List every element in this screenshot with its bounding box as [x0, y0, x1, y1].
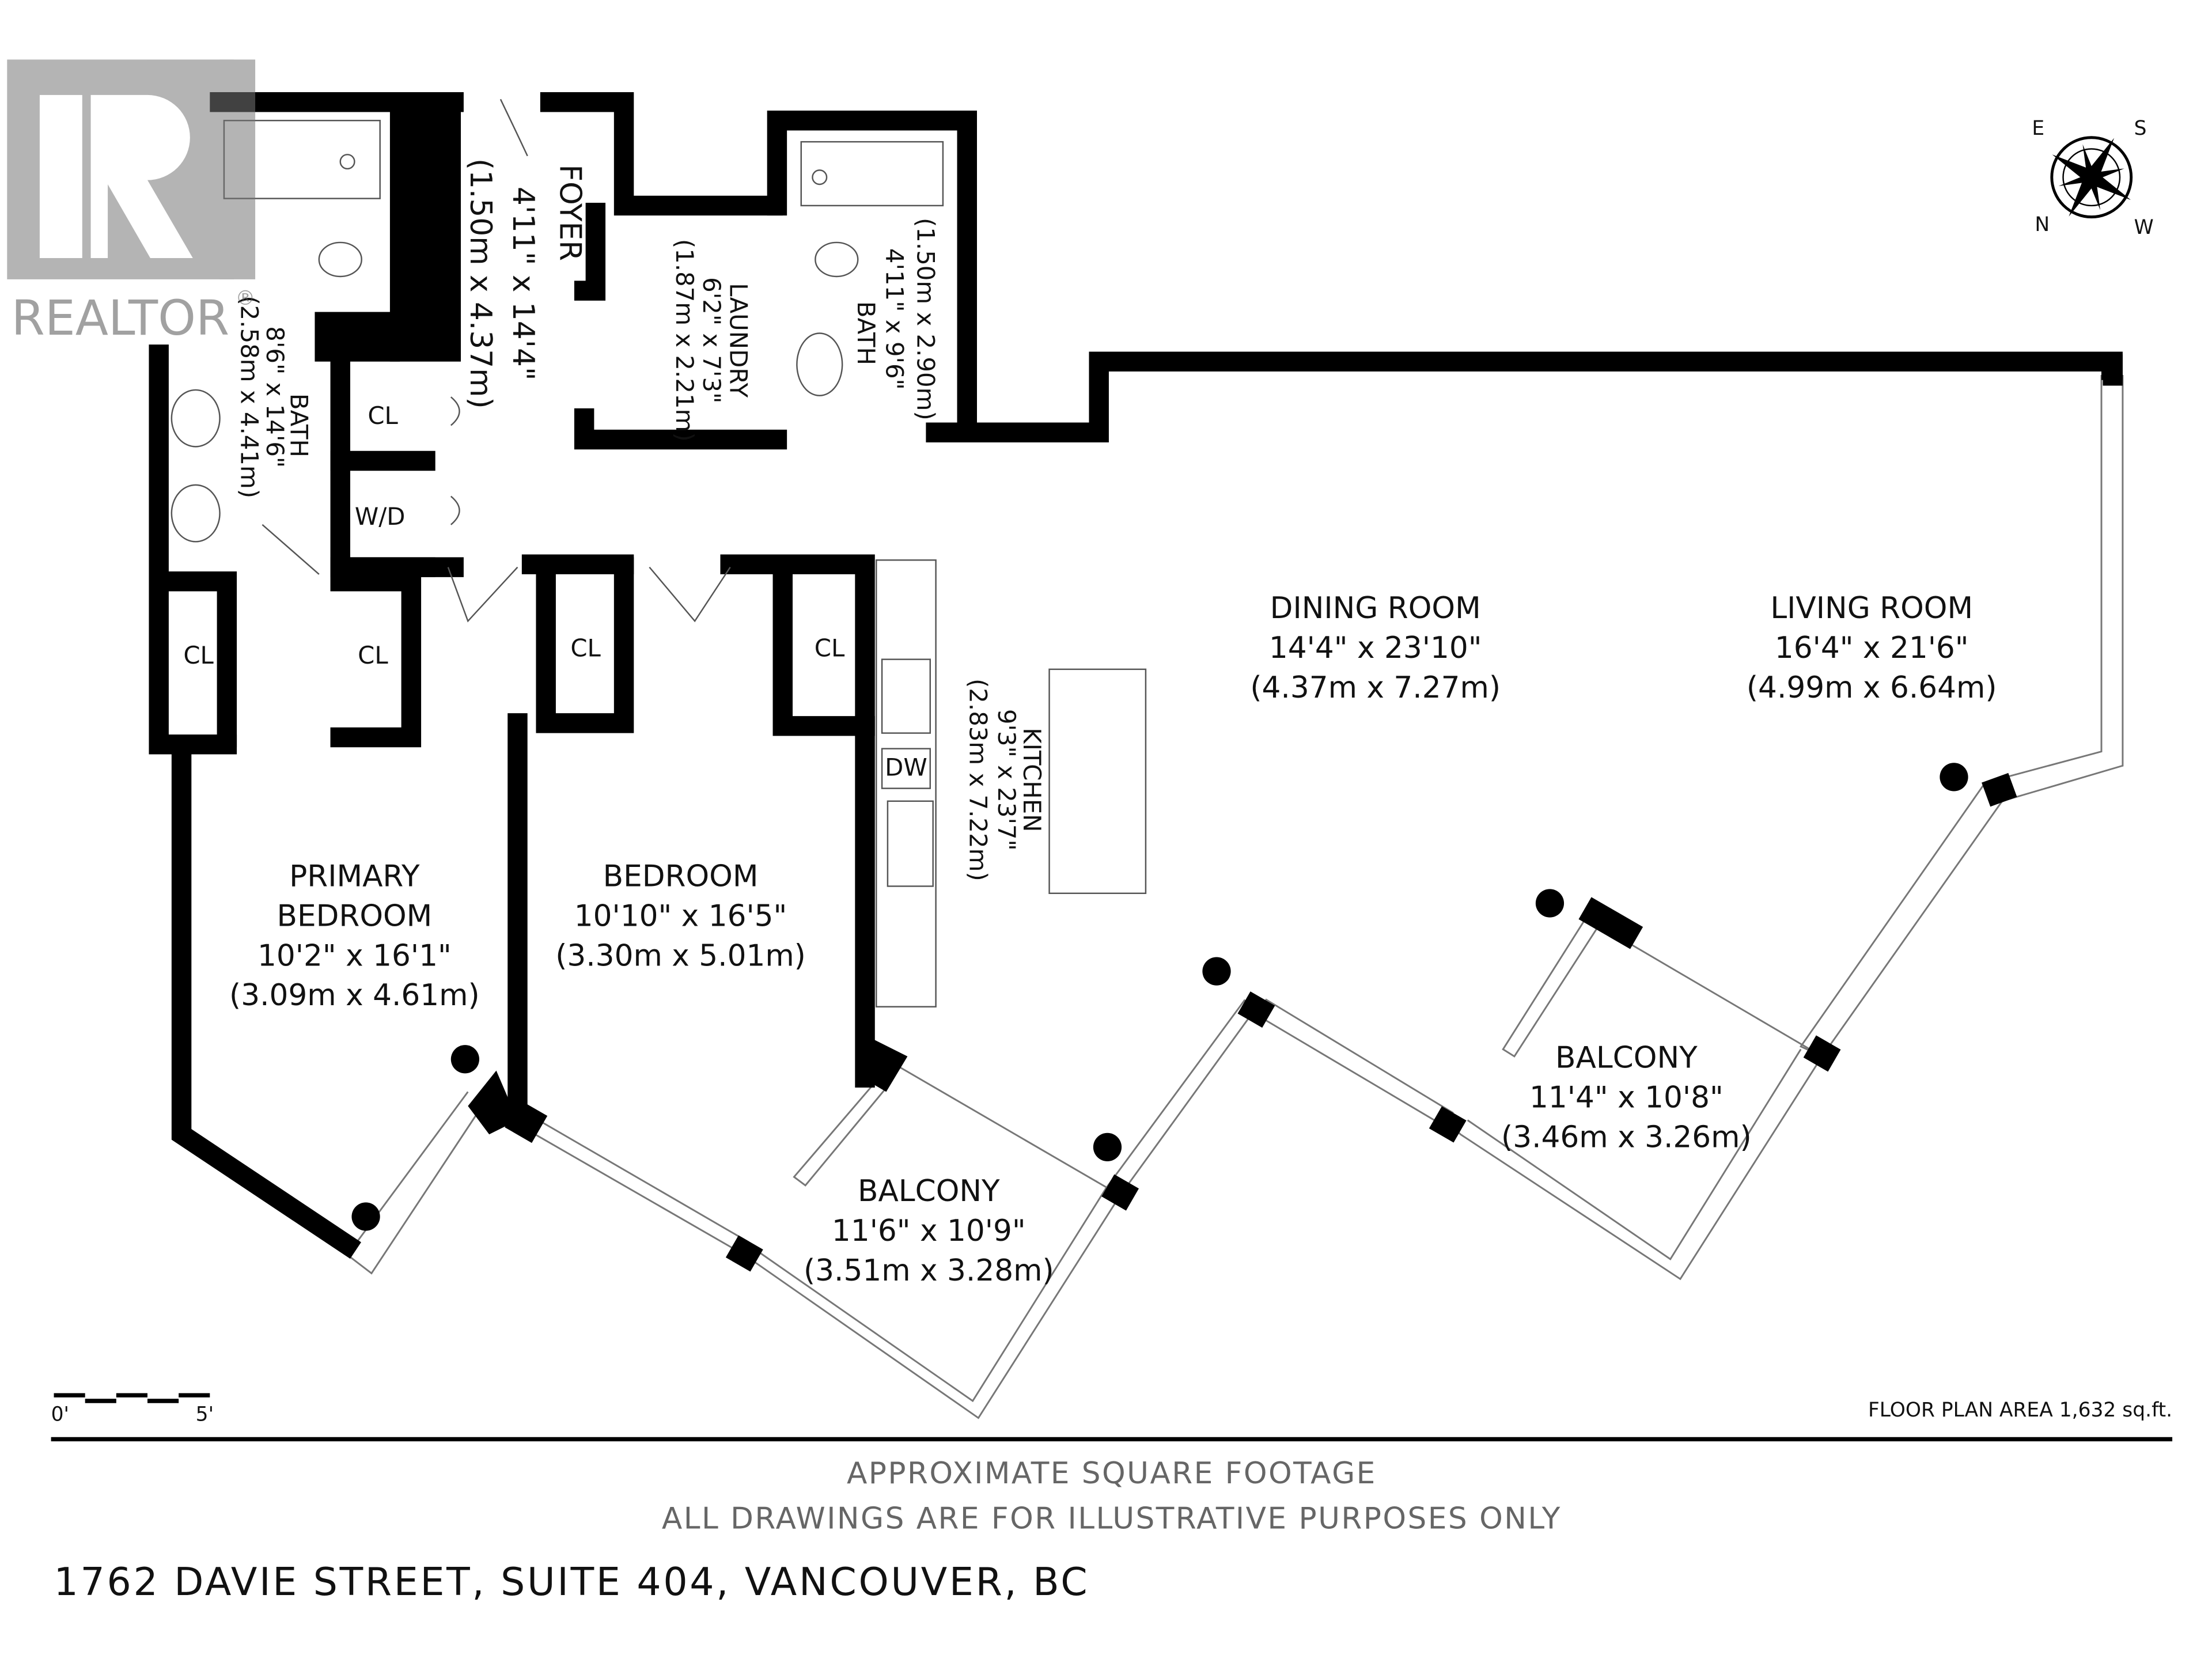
balcony-2-name: BALCONY	[1555, 1041, 1698, 1075]
note-illustrative: ALL DRAWINGS ARE FOR ILLUSTRATIVE PURPOS…	[662, 1502, 1562, 1536]
kitchen-name: KITCHEN	[1018, 728, 1046, 832]
columns	[351, 763, 1968, 1231]
room-labels: FOYER 4'11" x 14'4" (1.50m x 4.37m) LAUN…	[183, 158, 1997, 1288]
bath-small-name: BATH	[852, 301, 880, 365]
note-approx: APPROXIMATE SQUARE FOOTAGE	[847, 1456, 1377, 1491]
primary-bedroom-imperial: 10'2" x 16'1"	[257, 938, 452, 973]
dining-name: DINING ROOM	[1270, 591, 1481, 626]
closet-label: CL	[368, 402, 398, 430]
realtor-mark: ®	[236, 287, 255, 310]
washer-dryer-label: W/D	[355, 502, 406, 531]
bedroom-name: BEDROOM	[603, 859, 759, 893]
balcony-2-metric: (3.46m x 3.26m)	[1501, 1120, 1752, 1154]
laundry-name: LAUNDRY	[725, 283, 753, 397]
compass-icon: S W N E	[2032, 117, 2153, 239]
windows-and-balconies	[346, 374, 2124, 1419]
compass-label: S	[2134, 117, 2147, 140]
bath-small-metric: (1.50m x 2.90m)	[912, 218, 940, 421]
bath-primary-metric: (2.58m x 4.41m)	[235, 296, 263, 498]
foyer-imperial: 4'11" x 14'4"	[506, 187, 540, 381]
closet-label: CL	[570, 634, 601, 662]
living-name: LIVING ROOM	[1770, 591, 1973, 626]
fixtures	[171, 99, 1147, 1007]
closet-label: CL	[183, 641, 214, 669]
dining-imperial: 14'4" x 23'10"	[1269, 631, 1482, 665]
closet-label: CL	[358, 641, 388, 669]
scale-end: 5'	[196, 1403, 214, 1426]
primary-bedroom-metric: (3.09m x 4.61m)	[229, 978, 480, 1013]
living-imperial: 16'4" x 21'6"	[1775, 631, 1969, 665]
bath-primary-imperial: 8'6" x 14'6"	[261, 326, 289, 468]
compass-label: W	[2134, 216, 2154, 239]
primary-bedroom-name-2: BEDROOM	[276, 899, 432, 933]
bedroom-imperial: 10'10" x 16'5"	[574, 899, 787, 933]
balcony-1-imperial: 11'6" x 10'9"	[832, 1214, 1026, 1248]
foyer-name: FOYER	[552, 164, 587, 261]
bath-small-imperial: 4'11" x 9'6"	[880, 248, 908, 390]
walls	[149, 92, 2123, 1272]
scale-bar: 0' 5'	[51, 1393, 214, 1426]
laundry-metric: (1.87m x 2.21m)	[671, 239, 699, 442]
dining-metric: (4.37m x 7.27m)	[1250, 671, 1501, 705]
address: 1762 DAVIE STREET, SUITE 404, VANCOUVER,…	[54, 1559, 1090, 1604]
compass-label: E	[2032, 117, 2044, 140]
balcony-2-imperial: 11'4" x 10'8"	[1529, 1080, 1724, 1115]
balcony-1-name: BALCONY	[858, 1174, 1000, 1209]
dishwasher-label: DW	[885, 753, 927, 781]
foyer-metric: (1.50m x 4.37m)	[463, 158, 498, 409]
compass-label: N	[2035, 213, 2050, 236]
bath-primary-name: BATH	[285, 393, 313, 457]
realtor-watermark: REALTOR ®	[7, 59, 256, 346]
living-metric: (4.99m x 6.64m)	[1747, 671, 1997, 705]
closet-label: CL	[815, 634, 845, 662]
bedroom-metric: (3.30m x 5.01m)	[555, 938, 806, 973]
laundry-imperial: 6'2" x 7'3"	[698, 277, 726, 403]
primary-bedroom-name-1: PRIMARY	[289, 859, 420, 893]
balcony-1-metric: (3.51m x 3.28m)	[804, 1253, 1054, 1288]
realtor-text: REALTOR	[12, 290, 230, 346]
kitchen-metric: (2.83m x 7.22m)	[964, 679, 993, 881]
kitchen-imperial: 9'3" x 23'7"	[993, 709, 1021, 851]
floor-plan-area: FLOOR PLAN AREA 1,632 sq.ft.	[1868, 1399, 2172, 1422]
scale-start: 0'	[51, 1403, 69, 1426]
